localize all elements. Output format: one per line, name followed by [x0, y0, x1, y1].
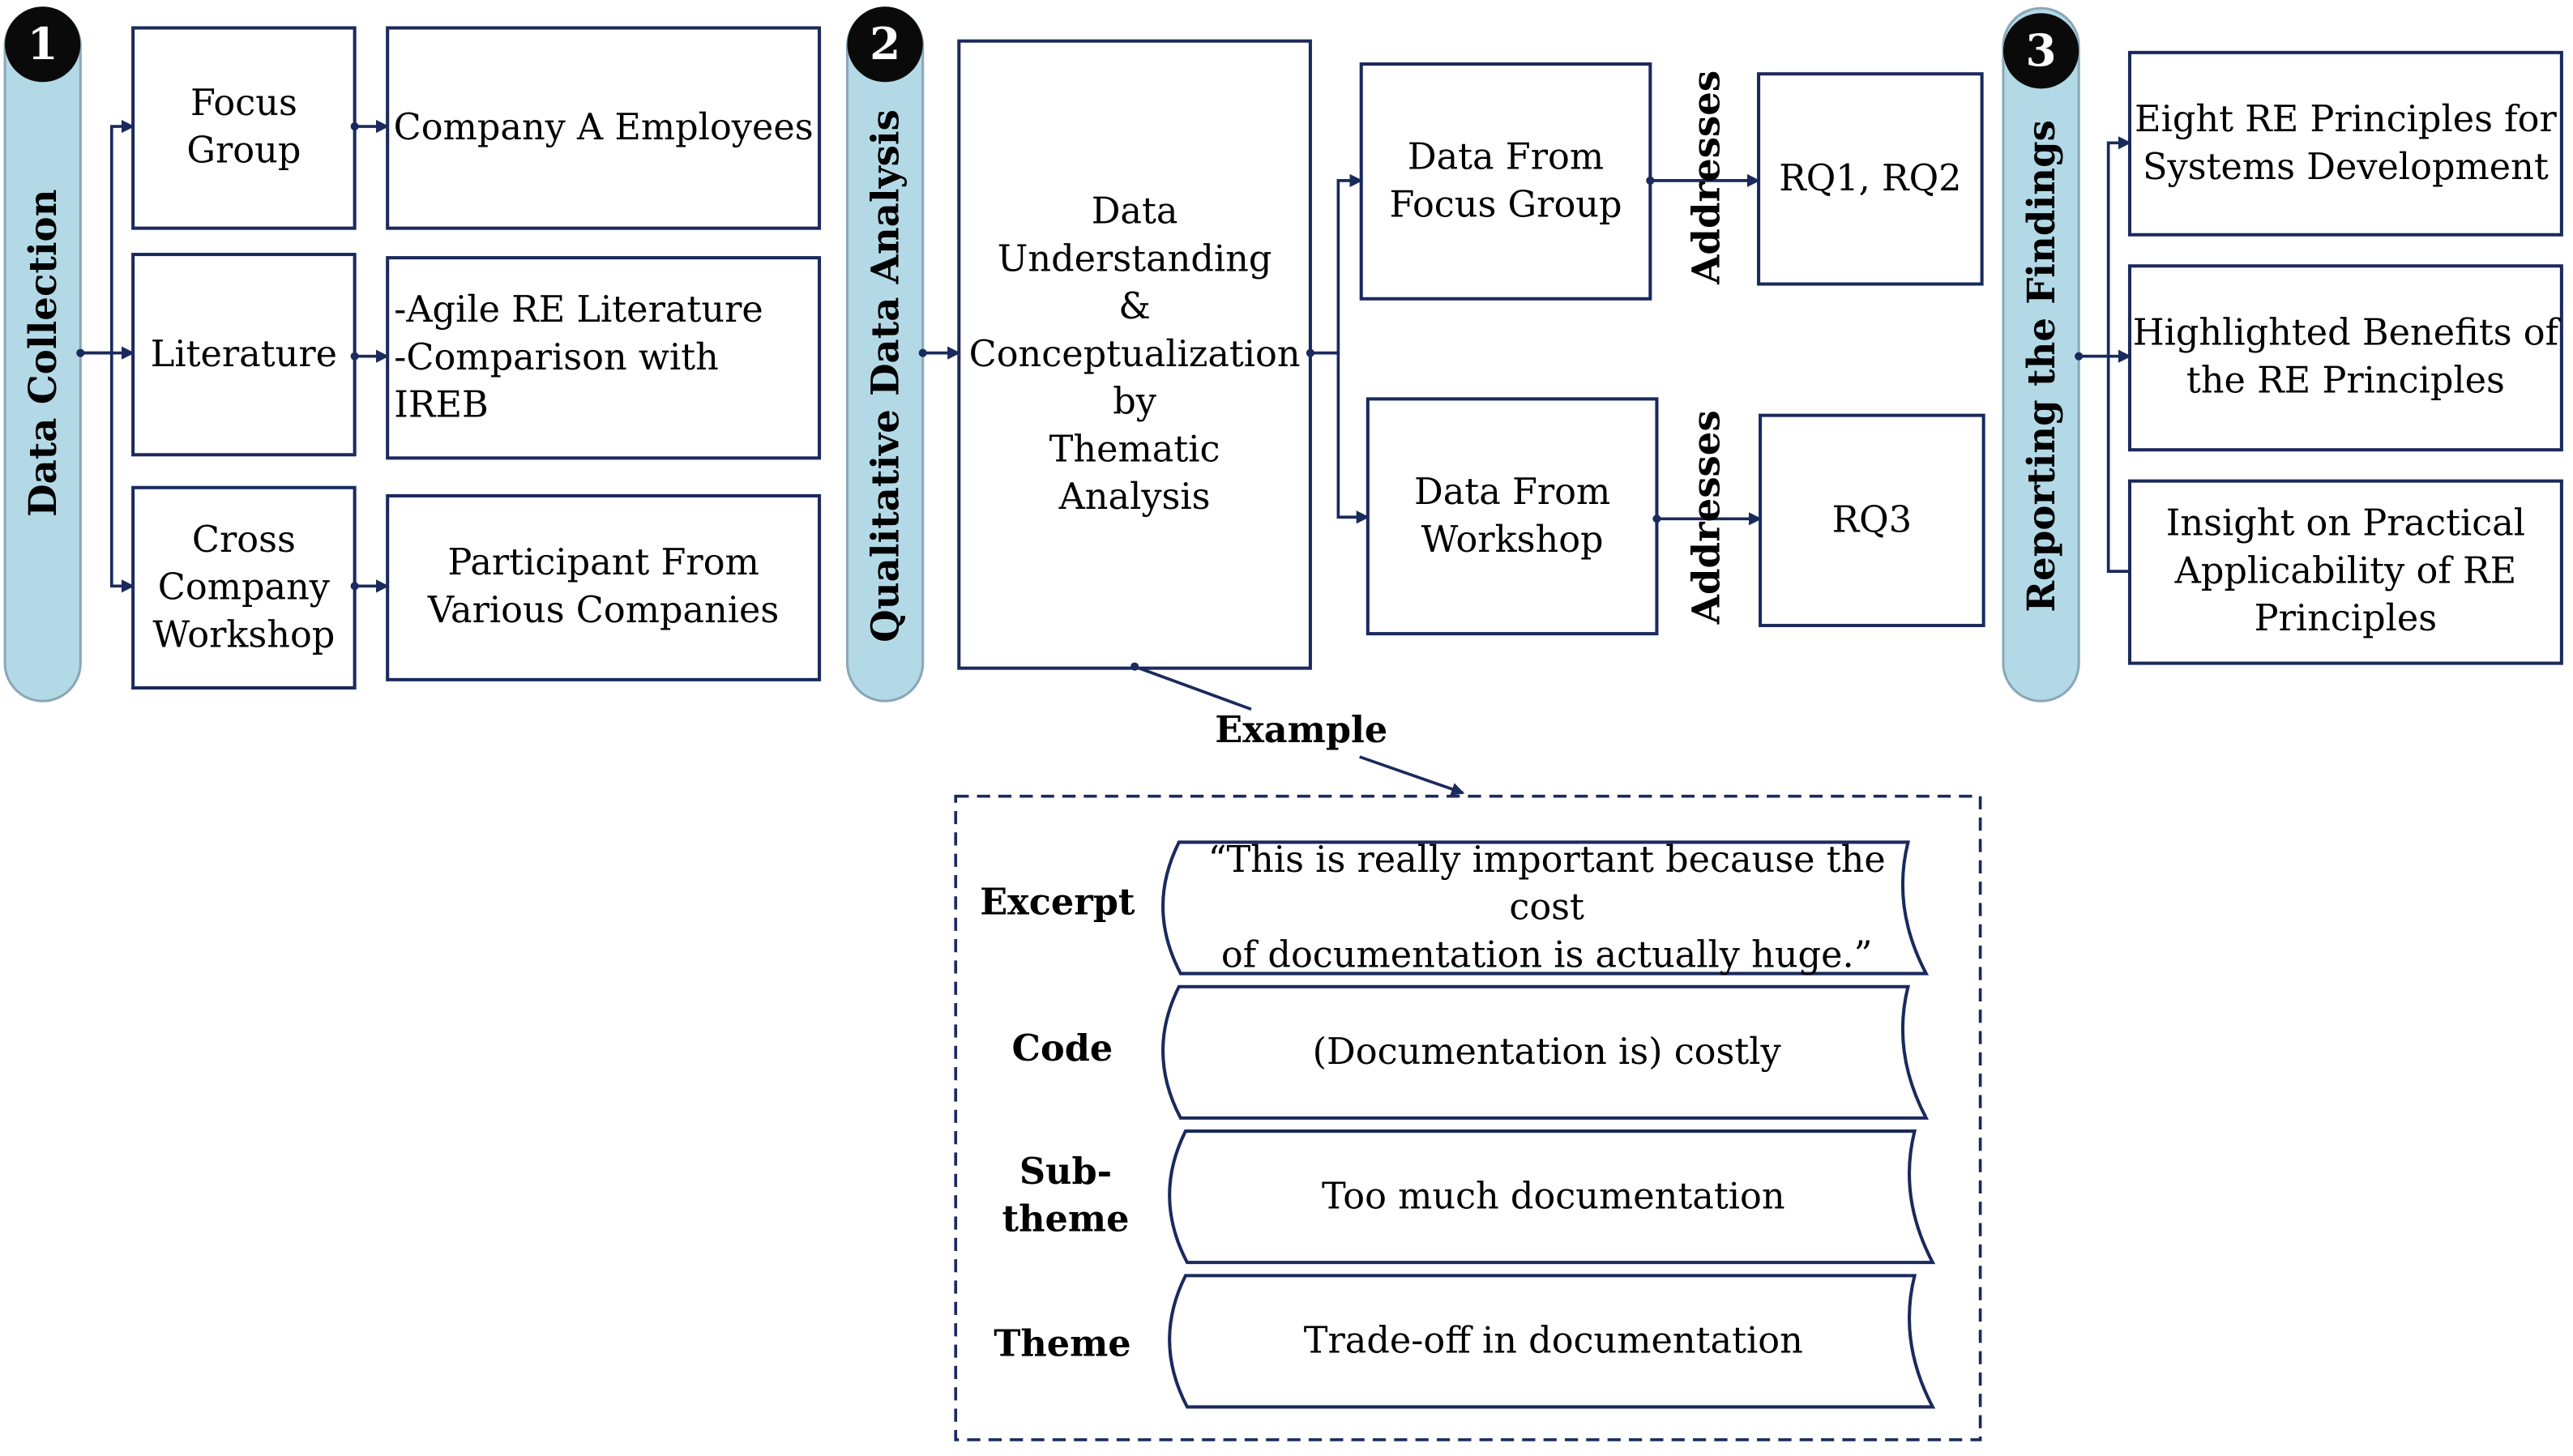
- detail-participants: Participant From Various Companies: [427, 543, 780, 633]
- data-workshop-text: Data From Workshop: [1413, 472, 1611, 561]
- data-focus-group-text: Data From Focus Group: [1389, 137, 1622, 226]
- stage-2-number: 2: [870, 19, 901, 70]
- example-callout-line-2: [1359, 755, 1465, 796]
- connector-stage1-to-workshop: [109, 352, 135, 593]
- junction-dot: [76, 348, 85, 357]
- theme-text: Trade-off in documentation: [1303, 1321, 1803, 1362]
- subtheme-scroll-box: [1168, 1129, 1936, 1265]
- stage-3-badge: [2002, 13, 2079, 89]
- excerpt-scroll-box: [1161, 840, 1930, 976]
- detail-company-employees: Company A Employees: [393, 107, 814, 149]
- source-workshop: Cross Company Workshop: [152, 519, 336, 656]
- connector-analysis-to-workshop-data: [1336, 352, 1370, 524]
- workshop-box: [131, 485, 357, 690]
- code-level-label: Code: [1011, 1027, 1113, 1070]
- theme-level-label: Theme: [994, 1322, 1131, 1365]
- addresses-label-bottom: Addresses: [1683, 410, 1729, 625]
- rq-a-text: RQ1, RQ2: [1779, 158, 1962, 200]
- company-employees-box: [386, 26, 822, 230]
- finding-box-2: [2127, 264, 2563, 452]
- junction-dot: [1306, 348, 1314, 357]
- junction-dot: [1652, 515, 1661, 523]
- junction-dot: [1130, 662, 1139, 671]
- example-label: Example: [1215, 708, 1388, 751]
- thematic-analysis-box: [957, 39, 1312, 670]
- literature-detail-box: [386, 256, 822, 460]
- junction-dot: [350, 352, 359, 361]
- rq-b-box: [1759, 413, 1985, 628]
- stage-1-number: 1: [27, 19, 58, 70]
- finding-box-3: [2127, 479, 2563, 665]
- excerpt-level-label: Excerpt: [980, 881, 1135, 924]
- junction-dot: [1646, 176, 1655, 185]
- source-literature: Literature: [150, 334, 338, 375]
- addresses-label-top: Addresses: [1683, 70, 1729, 284]
- connector-stage3-to-finding-1: [2079, 136, 2132, 358]
- stage-1-label: Data Collection: [20, 189, 66, 517]
- stage-2-label: Qualitative Data Analysis: [862, 109, 908, 643]
- junction-dot: [918, 348, 927, 357]
- connector-stage3-to-finding-3: [2106, 356, 2130, 573]
- code-scroll-box: [1161, 984, 1930, 1120]
- stage-1-badge: [5, 6, 81, 83]
- subtheme-level-label: Sub- theme: [1002, 1151, 1130, 1241]
- data-focus-group-box: [1359, 62, 1652, 301]
- theme-scroll-box: [1168, 1274, 1936, 1409]
- detail-literature: -Agile RE Literature -Comparison with IR…: [394, 289, 763, 426]
- finding-3-text: Insight on Practical Applicability of RE…: [2165, 504, 2526, 641]
- thematic-analysis-text: Data Understanding & Conceptualization b…: [968, 192, 1301, 519]
- connector-stage1-to-focus: [80, 119, 135, 355]
- code-text: (Documentation is) costly: [1312, 1031, 1781, 1074]
- junction-dot: [2075, 352, 2084, 361]
- data-workshop-box: [1366, 397, 1659, 636]
- stage-3-number: 3: [2025, 25, 2057, 77]
- rq-b-text: RQ3: [1831, 499, 1913, 541]
- junction-dot: [350, 122, 359, 131]
- junction-dot: [350, 582, 359, 591]
- example-callout-line-1: [1134, 664, 1252, 711]
- finding-2-text: Highlighted Benefits of the RE Principle…: [2132, 314, 2559, 403]
- subtheme-text: Too much documentation: [1321, 1176, 1785, 1218]
- connector-analysis-to-focus-data: [1310, 173, 1363, 355]
- stage-2-badge: [847, 6, 923, 83]
- source-focus-group: Focus Group: [186, 83, 301, 173]
- finding-1-text: Eight RE Principles for Systems Developm…: [2135, 99, 2557, 188]
- excerpt-text: “This is really important because the co…: [1207, 839, 1886, 976]
- stage-3-label: Reporting the Findings: [2019, 120, 2063, 613]
